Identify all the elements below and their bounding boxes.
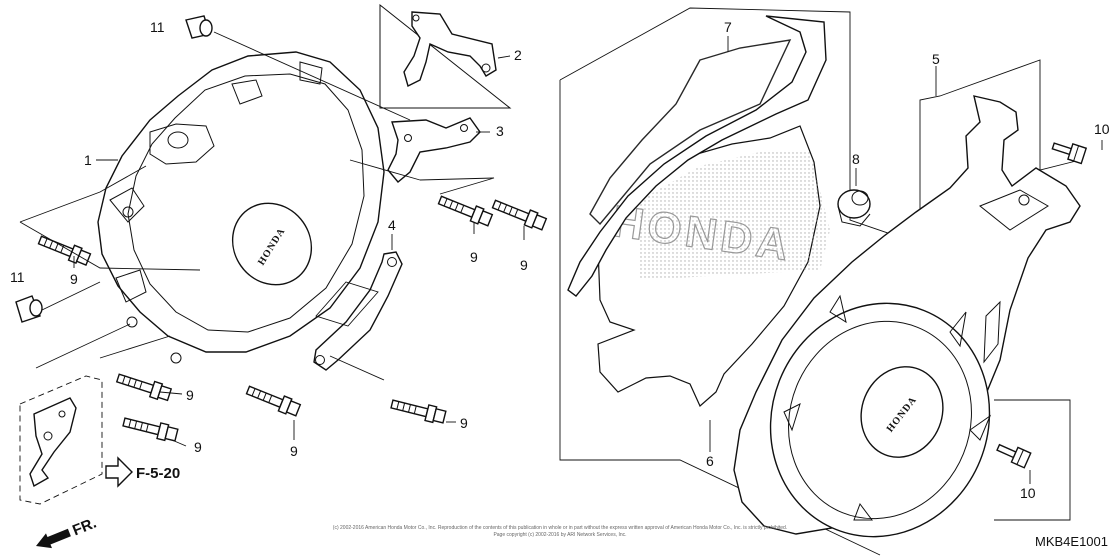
part-8-grommet <box>837 189 871 227</box>
front-direction-label: FR. <box>70 515 99 540</box>
bolt-9-c <box>491 199 548 231</box>
left-leader-lines <box>19 31 525 447</box>
callout-11-upper: 11 <box>150 19 165 35</box>
bolt-9-g <box>122 417 179 442</box>
callout-5: 5 <box>932 51 940 67</box>
callout-10-upper: 10 <box>1094 121 1110 137</box>
callout-9-b: 9 <box>470 249 478 265</box>
callout-2: 2 <box>514 47 522 63</box>
part-4-stay <box>313 251 403 371</box>
diagram-code: MKB4E1001 <box>1035 534 1108 549</box>
callout-11-lower: 11 <box>10 269 25 285</box>
callout-9-g: 9 <box>194 439 202 455</box>
right-leader-lines <box>709 36 1103 484</box>
reference-label: F-5-20 <box>136 465 180 482</box>
part-7-seal-strip <box>567 15 827 297</box>
callout-9-a: 9 <box>70 271 78 287</box>
callout-9-f: 9 <box>460 415 468 431</box>
callout-1: 1 <box>84 152 92 168</box>
part-5-generator-cover-right: HONDA <box>733 95 1081 538</box>
callout-4: 4 <box>388 217 396 233</box>
part-6-gasket: HONDA <box>597 125 830 407</box>
bracket-inset-box <box>379 3 512 109</box>
reference-arrow <box>105 456 133 488</box>
part-11-dowel-lower <box>15 295 43 323</box>
bolt-9-b <box>437 195 494 227</box>
copyright-line-2: Page copyright (c) 2002-2016 by ARI Netw… <box>493 532 626 538</box>
callout-10-lower: 10 <box>1020 485 1036 501</box>
front-direction-arrow: FR. <box>36 515 99 549</box>
part-3-bracket <box>387 117 481 183</box>
bolt-9-a <box>37 235 92 266</box>
bolt-9-d <box>115 373 173 402</box>
copyright-line-1: (c) 2002-2016 American Honda Motor Co., … <box>333 525 787 531</box>
bolt-10-lower <box>996 443 1032 469</box>
bolt-9-e <box>245 385 302 417</box>
callout-3: 3 <box>496 123 504 139</box>
callout-9-e: 9 <box>290 443 298 459</box>
callout-8: 8 <box>852 151 860 167</box>
bolt-10-upper <box>1051 142 1088 165</box>
callout-9-d: 9 <box>186 387 194 403</box>
callout-7: 7 <box>724 19 732 35</box>
callout-9-c: 9 <box>520 257 528 273</box>
bolt-9-f <box>390 399 447 424</box>
callout-6: 6 <box>706 453 714 469</box>
part-2-bracket <box>403 11 497 88</box>
reference-bracket-box <box>19 375 103 505</box>
part-1-generator-cover-left: HONDA <box>97 51 385 364</box>
part-11-dowel-upper <box>185 15 213 39</box>
